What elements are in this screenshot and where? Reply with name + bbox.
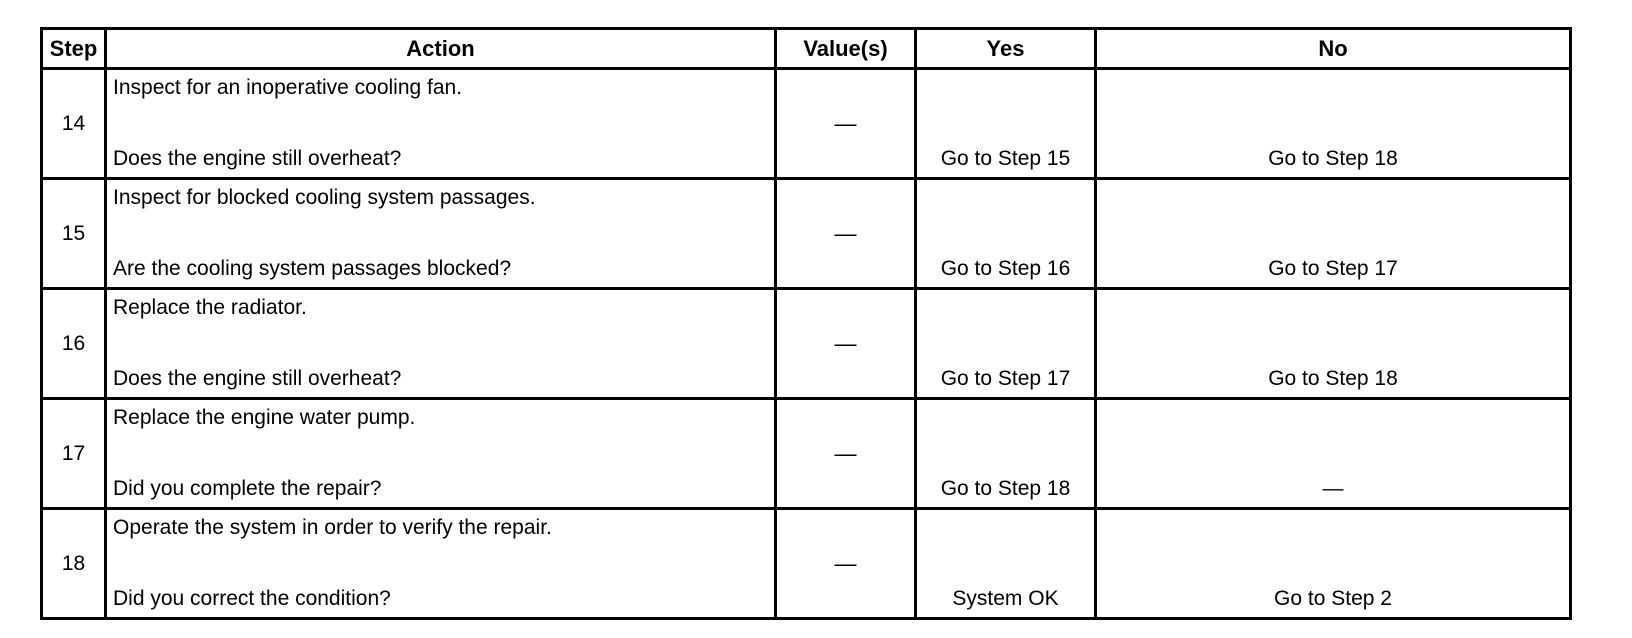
- action-instruction: Replace the radiator.: [113, 296, 307, 319]
- action-cell: Replace the radiator. Does the engine st…: [104, 287, 777, 400]
- value-cell: —: [774, 177, 917, 290]
- action-question: Did you complete the repair?: [113, 477, 382, 500]
- no-cell: Go to Step 18: [1094, 67, 1572, 180]
- yes-outcome: System OK: [952, 587, 1059, 610]
- action-instruction: Operate the system in order to verify th…: [113, 516, 552, 539]
- step-number: 17: [40, 397, 107, 510]
- yes-outcome: Go to Step 18: [940, 477, 1071, 500]
- diagnostic-table: Step Action Value(s) Yes No 14 Inspect f…: [40, 27, 1572, 620]
- yes-cell: Go to Step 15: [914, 67, 1097, 180]
- yes-outcome: Go to Step 15: [940, 147, 1071, 170]
- value-cell: —: [774, 397, 917, 510]
- no-outcome: Go to Step 18: [1268, 367, 1398, 390]
- no-cell: Go to Step 17: [1094, 177, 1572, 290]
- header-values: Value(s): [774, 27, 917, 70]
- header-no: No: [1094, 27, 1572, 70]
- no-cell: Go to Step 2: [1094, 507, 1572, 620]
- no-outcome: Go to Step 18: [1268, 147, 1398, 170]
- yes-cell: Go to Step 18: [914, 397, 1097, 510]
- table-row: 16 Replace the radiator. Does the engine…: [40, 287, 1572, 400]
- action-question: Are the cooling system passages blocked?: [113, 257, 512, 280]
- yes-cell: System OK: [914, 507, 1097, 620]
- step-number: 16: [40, 287, 107, 400]
- step-number: 14: [40, 67, 107, 180]
- no-outcome: —: [1322, 477, 1344, 500]
- value-cell: —: [774, 287, 917, 400]
- value-cell: —: [774, 507, 917, 620]
- action-instruction: Replace the engine water pump.: [113, 406, 416, 429]
- action-instruction: Inspect for blocked cooling system passa…: [113, 186, 536, 209]
- step-number: 18: [40, 507, 107, 620]
- yes-outcome: Go to Step 17: [940, 367, 1071, 390]
- action-cell: Inspect for blocked cooling system passa…: [104, 177, 777, 290]
- header-row: Step Action Value(s) Yes No: [40, 27, 1572, 70]
- header-yes: Yes: [914, 27, 1097, 70]
- action-cell: Operate the system in order to verify th…: [104, 507, 777, 620]
- table-row: 14 Inspect for an inoperative cooling fa…: [40, 67, 1572, 180]
- yes-outcome: Go to Step 16: [940, 257, 1071, 280]
- step-number: 15: [40, 177, 107, 290]
- action-instruction: Inspect for an inoperative cooling fan.: [113, 76, 463, 99]
- table-row: 15 Inspect for blocked cooling system pa…: [40, 177, 1572, 290]
- table-row: 17 Replace the engine water pump. Did yo…: [40, 397, 1572, 510]
- header-step: Step: [40, 27, 107, 70]
- yes-cell: Go to Step 17: [914, 287, 1097, 400]
- no-cell: —: [1094, 397, 1572, 510]
- value-cell: —: [774, 67, 917, 180]
- yes-cell: Go to Step 16: [914, 177, 1097, 290]
- no-outcome: Go to Step 17: [1268, 257, 1398, 280]
- table-row: 18 Operate the system in order to verify…: [40, 507, 1572, 620]
- no-cell: Go to Step 18: [1094, 287, 1572, 400]
- no-outcome: Go to Step 2: [1274, 587, 1392, 610]
- action-cell: Inspect for an inoperative cooling fan. …: [104, 67, 777, 180]
- action-question: Does the engine still overheat?: [113, 147, 402, 170]
- action-cell: Replace the engine water pump. Did you c…: [104, 397, 777, 510]
- diagnostic-table-container: Step Action Value(s) Yes No 14 Inspect f…: [40, 27, 1572, 620]
- action-question: Did you correct the condition?: [113, 587, 391, 610]
- header-action: Action: [104, 27, 777, 70]
- action-question: Does the engine still overheat?: [113, 367, 402, 390]
